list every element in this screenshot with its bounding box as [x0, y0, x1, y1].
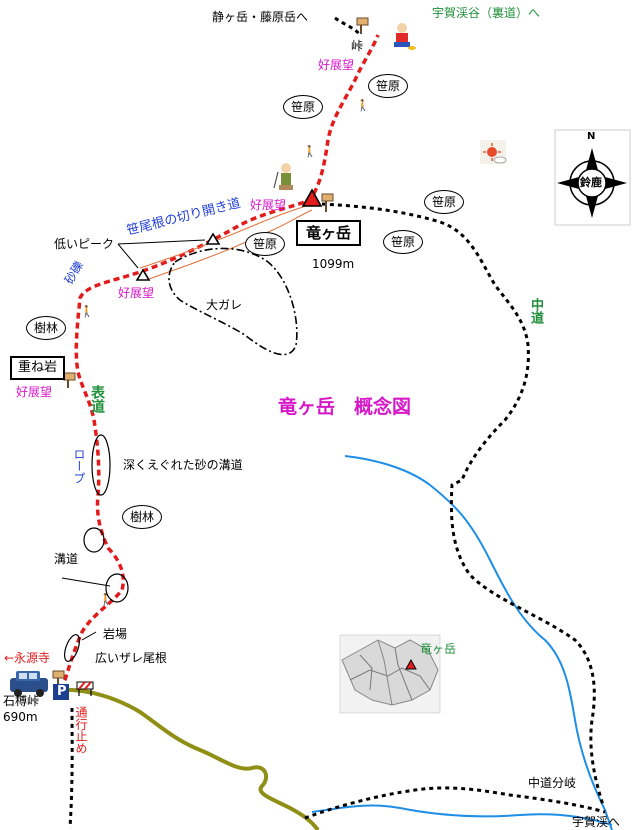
inset-map — [339, 634, 441, 714]
main-route — [60, 34, 380, 691]
trail-lower-left — [68, 707, 74, 829]
river-branch — [311, 804, 613, 826]
trench-oval — [83, 527, 105, 553]
label-sasahara-5: 笹原 — [383, 230, 423, 254]
label-wide-ridge: 広いザレ尾根 — [95, 651, 168, 665]
label-to-ugakei: 宇賀渓へ — [572, 815, 621, 829]
signpost-icon — [356, 17, 369, 34]
barrier-icon — [76, 681, 94, 696]
label-to-ugakeidani: 宇賀渓谷（裏道）へ — [432, 6, 541, 20]
label-naka-road: 中道 — [528, 298, 543, 324]
label-sasahara-3: 笹原 — [424, 190, 464, 214]
rope-oval — [91, 434, 111, 496]
low-peak-pointer-1 — [117, 239, 206, 245]
ridge-route-line-1 — [139, 204, 311, 269]
label-peak-elevation: 1099m — [312, 257, 355, 271]
summit-triangle-icon — [301, 188, 323, 207]
rock-pointer — [81, 631, 97, 641]
hiker-icon — [273, 163, 293, 190]
trail-to-ugakei — [304, 786, 606, 820]
label-view-2: 好展望 — [250, 198, 287, 212]
hiker-icon: 🚶 — [303, 145, 317, 158]
label-sasahara-1: 笹原 — [368, 74, 408, 98]
label-view-3: 好展望 — [118, 286, 155, 300]
ogare-outline — [168, 247, 298, 356]
label-naka-junction: 中道分岐 — [528, 776, 577, 790]
label-view-1: 好展望 — [318, 58, 355, 72]
label-ishigure-pass: 石榑峠 — [3, 694, 40, 708]
label-rope: ロープ — [72, 448, 86, 484]
low-peak-triangle-2 — [135, 268, 151, 281]
label-to-eigenji: ←永源寺 — [4, 651, 51, 665]
hiker-icon — [394, 23, 416, 50]
compass-icon — [554, 129, 631, 226]
signpost-icon — [321, 193, 334, 212]
compass-center-label: 鈴鹿 — [580, 176, 602, 189]
map-title: 竜ヶ岳 概念図 — [278, 396, 412, 418]
signpost-icon — [63, 372, 76, 388]
hiker-icon: 🚶 — [356, 99, 370, 112]
label-forest-2: 樹林 — [122, 505, 162, 529]
road-line — [57, 687, 320, 830]
label-sasahara-4: 笹原 — [245, 232, 285, 256]
label-rocks: 岩場 — [103, 627, 128, 641]
label-ishigure-elev: 690m — [3, 710, 38, 724]
parking-label: P — [57, 684, 67, 699]
label-pass: 峠 — [351, 39, 364, 53]
rock-oval — [64, 634, 80, 662]
label-inset-peak: 竜ヶ岳 — [420, 642, 457, 656]
label-ogare: 大ガレ — [206, 298, 243, 312]
parking-box — [53, 684, 69, 700]
trench-oval-2 — [105, 573, 129, 603]
river-line — [344, 455, 613, 830]
trail-top — [334, 16, 362, 36]
low-peak-pointer-2 — [117, 243, 139, 269]
label-sand-trench: 深くえぐれた砂の溝道 — [123, 458, 243, 472]
label-sasahara-2: 笹原 — [283, 95, 323, 119]
hiker-icon: 🚶 — [80, 305, 94, 318]
label-trench: 溝道 — [54, 552, 79, 566]
sun-icon — [480, 140, 507, 164]
low-peak-triangle-1 — [205, 232, 221, 245]
car-icon — [10, 671, 48, 697]
label-forest-1: 樹林 — [26, 316, 66, 340]
label-kasaneiwa: 重ね岩 — [10, 356, 66, 380]
label-road-closed: 通行止め — [74, 706, 88, 754]
label-view-4: 好展望 — [16, 385, 53, 399]
hiker-icon: 🚶 — [99, 593, 113, 606]
label-to-shizugatake: 静ヶ岳・藤原岳へ — [212, 10, 309, 24]
trench-pointer — [61, 577, 111, 587]
compass-north-label: N — [587, 131, 596, 142]
label-low-peak: 低いピーク — [54, 237, 115, 251]
label-peak-name: 竜ヶ岳 — [296, 220, 362, 246]
label-omote-road: 表道 — [89, 385, 105, 413]
trail-naka — [321, 202, 605, 806]
